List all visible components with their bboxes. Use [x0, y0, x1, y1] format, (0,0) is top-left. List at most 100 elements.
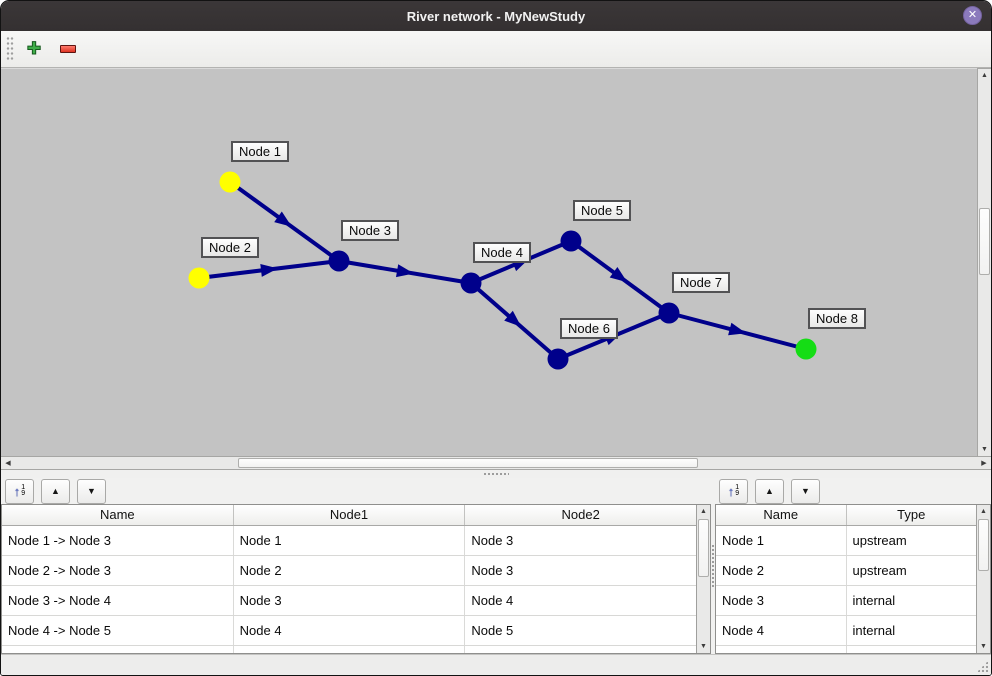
node-label[interactable]: Node 3: [341, 220, 399, 241]
table-cell[interactable]: upstream: [852, 533, 907, 548]
tables-splitter[interactable]: [711, 478, 715, 654]
toolbar-drag-handle[interactable]: [6, 36, 14, 62]
vscroll-thumb[interactable]: [698, 519, 709, 577]
table-cell[interactable]: internal: [852, 593, 896, 608]
node-label[interactable]: Node 6: [560, 318, 618, 339]
add-button[interactable]: ✚: [21, 36, 47, 62]
scroll-up-button[interactable]: ▲: [977, 505, 990, 518]
network-canvas[interactable]: Node 1 Node 2 Node 3 Node 4 Node 5 Node 6 Node…: [1, 68, 977, 456]
table-header-cell[interactable]: Type: [897, 507, 926, 522]
network-node[interactable]: [460, 272, 482, 294]
table-header-cell[interactable]: Node2: [561, 507, 600, 522]
hscroll-track[interactable]: [15, 457, 977, 469]
table-header-cell[interactable]: Node1: [234, 505, 466, 525]
network-node[interactable]: [658, 302, 680, 324]
table-cell[interactable]: Node 3 -> Node 4: [2, 586, 234, 615]
edge-arrowhead-icon: [396, 264, 414, 278]
edge-arrowhead-icon: [504, 310, 522, 327]
table-cell[interactable]: Node 2: [716, 556, 847, 585]
table-cell[interactable]: [2, 646, 234, 653]
vscroll-thumb[interactable]: [978, 519, 989, 571]
table-cell[interactable]: Node 1: [234, 526, 466, 555]
table-row[interactable]: Node 3 internal: [716, 586, 976, 616]
table-cell[interactable]: Node 4 -> Node 5: [2, 616, 234, 645]
close-button[interactable]: ✕: [963, 6, 982, 25]
vscroll-track[interactable]: [977, 518, 990, 640]
sort-button[interactable]: ↑ 1 9: [719, 478, 748, 504]
table-cell[interactable]: Node 3: [471, 533, 514, 548]
move-down-button[interactable]: ▼: [791, 478, 820, 504]
links-table-vscrollbar[interactable]: ▲ ▼: [696, 505, 710, 653]
table-row[interactable]: [2, 646, 696, 653]
move-up-button[interactable]: ▲: [755, 478, 784, 504]
scroll-down-button[interactable]: ▼: [697, 640, 710, 653]
table-row[interactable]: Node 2 upstream: [716, 556, 976, 586]
resize-grip[interactable]: [977, 661, 988, 672]
move-down-button[interactable]: ▼: [77, 478, 106, 504]
sort-button[interactable]: ↑ 1 9: [5, 478, 34, 504]
table-cell[interactable]: Node 4: [716, 616, 847, 645]
nodes-table-vscrollbar[interactable]: ▲ ▼: [976, 505, 990, 653]
node-label[interactable]: Node 8: [808, 308, 866, 329]
table-cell[interactable]: Node 5: [471, 623, 514, 638]
node-label[interactable]: Node 7: [672, 272, 730, 293]
canvas-vscrollbar[interactable]: ▲ ▼: [977, 68, 991, 456]
minus-icon: [60, 45, 76, 53]
table-cell[interactable]: Node 1 -> Node 3: [2, 526, 234, 555]
vscroll-track[interactable]: [978, 82, 991, 443]
scroll-left-button[interactable]: ◀: [1, 457, 15, 469]
table-cell[interactable]: [716, 646, 847, 653]
table-cell[interactable]: Node 3: [234, 586, 466, 615]
network-node[interactable]: [188, 267, 210, 289]
table-cell[interactable]: Node 2 -> Node 3: [2, 556, 234, 585]
remove-button[interactable]: [55, 36, 81, 62]
scroll-up-button[interactable]: ▲: [697, 505, 710, 518]
table-row[interactable]: [716, 646, 976, 653]
table-cell[interactable]: Node 3: [716, 586, 847, 615]
table-row[interactable]: Node 4 internal: [716, 616, 976, 646]
network-node[interactable]: [219, 171, 241, 193]
hscroll-thumb[interactable]: [238, 458, 698, 468]
table-cell[interactable]: Node 1: [716, 526, 847, 555]
table-cell[interactable]: Node 4: [234, 616, 466, 645]
scroll-up-button[interactable]: ▲: [978, 69, 991, 82]
left-arrow-icon: ◀: [5, 460, 11, 467]
vscroll-thumb[interactable]: [979, 208, 990, 275]
network-node[interactable]: [795, 338, 817, 360]
move-up-button[interactable]: ▲: [41, 478, 70, 504]
table-header-cell[interactable]: Name: [2, 505, 234, 525]
table-row[interactable]: Node 1 upstream: [716, 526, 976, 556]
vscroll-track[interactable]: [697, 518, 710, 640]
scroll-down-button[interactable]: ▼: [977, 640, 990, 653]
canvas-table-splitter[interactable]: [1, 470, 991, 478]
table-cell[interactable]: upstream: [852, 563, 907, 578]
network-node[interactable]: [328, 250, 350, 272]
table-header-cell[interactable]: Name: [716, 505, 847, 525]
titlebar[interactable]: River network - MyNewStudy ✕: [1, 1, 991, 31]
node-label[interactable]: Node 2: [201, 237, 259, 258]
table-cell[interactable]: [465, 646, 696, 653]
scroll-down-button[interactable]: ▼: [978, 443, 991, 456]
network-node[interactable]: [547, 348, 569, 370]
table-cell[interactable]: Node 2: [234, 556, 466, 585]
scroll-right-button[interactable]: ▶: [977, 457, 991, 469]
nodes-toolbar: ↑ 1 9 ▲ ▼: [715, 478, 991, 504]
node-label[interactable]: Node 5: [573, 200, 631, 221]
table-cell[interactable]: [847, 646, 977, 653]
network-node[interactable]: [560, 230, 582, 252]
node-label[interactable]: Node 1: [231, 141, 289, 162]
table-cell[interactable]: internal: [852, 623, 896, 638]
canvas-hscrollbar[interactable]: ◀ ▶: [1, 456, 991, 470]
down-arrow-icon: ▼: [980, 643, 987, 650]
node-label[interactable]: Node 4: [473, 242, 531, 263]
table-cell[interactable]: Node 4: [471, 593, 514, 608]
links-toolbar: ↑ 1 9 ▲ ▼: [1, 478, 711, 504]
table-cell[interactable]: Node 3: [471, 563, 514, 578]
table-cell[interactable]: [234, 646, 466, 653]
